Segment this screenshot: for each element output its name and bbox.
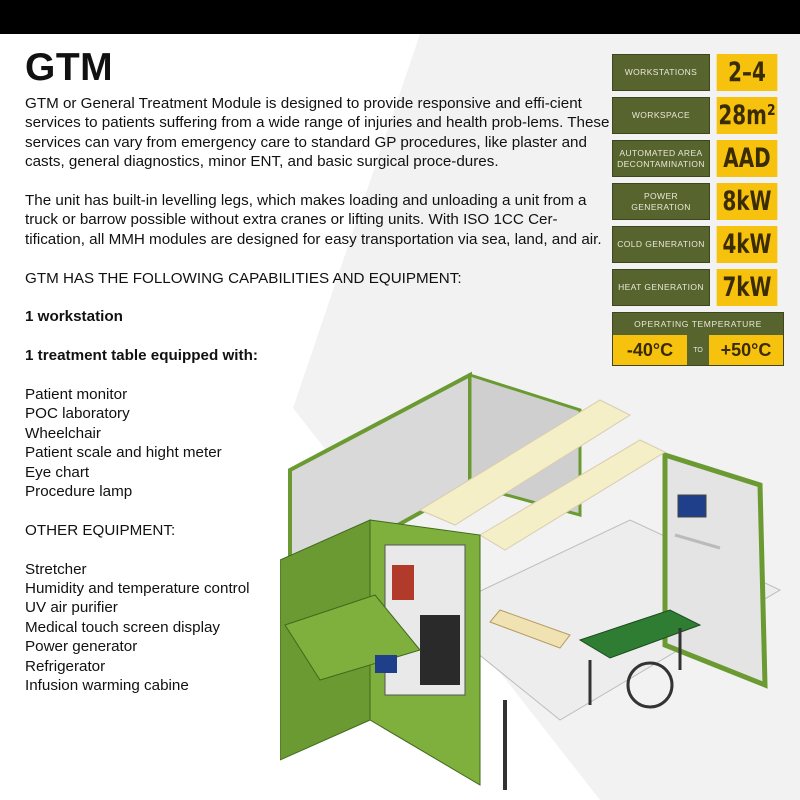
- temp-min: -40°C: [613, 335, 687, 365]
- spec-value: AAD: [716, 140, 778, 177]
- capabilities-heading: GTM HAS THE FOLLOWING CAPABILITIES AND E…: [25, 269, 462, 287]
- other-equipment-heading: OTHER EQUIPMENT:: [25, 521, 176, 539]
- spec-label: COLD GENERATION: [612, 226, 710, 263]
- spec-panel: WORKSTATIONS 2–4 WORKSPACE 28m² AUTOMATE…: [612, 54, 784, 366]
- spec-value: 8kW: [716, 183, 778, 220]
- spec-label: WORKSTATIONS: [612, 54, 710, 91]
- spec-workstations: WORKSTATIONS 2–4: [612, 54, 784, 91]
- list-item: Wheelchair: [25, 424, 101, 442]
- temp-max: +50°C: [709, 335, 783, 365]
- list-item: Eye chart: [25, 463, 90, 481]
- operating-temperature: OPERATING TEMPERATURE -40°C TO +50°C: [612, 312, 784, 366]
- spec-label: WORKSPACE: [612, 97, 710, 134]
- spec-value: 28m²: [716, 97, 778, 134]
- list-item: Stretcher: [25, 560, 87, 578]
- workstation-line: 1 workstation: [25, 308, 123, 326]
- list-item: Refrigerator: [25, 657, 106, 675]
- spec-value: 2–4: [716, 54, 778, 91]
- spec-label: AUTOMATED AREA DECONTAMINATION: [612, 140, 710, 177]
- spec-value: 4kW: [716, 226, 778, 263]
- operating-temperature-label: OPERATING TEMPERATURE: [634, 319, 762, 329]
- list-item: Humidity and temperature control: [25, 580, 250, 598]
- list-item: UV air purifier: [25, 599, 118, 617]
- list-item: Medical touch screen display: [25, 618, 221, 636]
- spec-workspace: WORKSPACE 28m²: [612, 97, 784, 134]
- list-item: Infusion warming cabine: [25, 677, 189, 695]
- top-bar: [0, 0, 800, 34]
- spec-label: POWER GENERATION: [612, 183, 710, 220]
- intro-paragraph: GTM or General Treatment Module is desig…: [25, 95, 610, 171]
- list-item: Patient scale and hight meter: [25, 444, 222, 462]
- list-item: POC laboratory: [25, 405, 130, 423]
- temp-to: TO: [687, 335, 709, 365]
- spec-value: 7kW: [716, 269, 778, 306]
- page-title: GTM: [25, 46, 114, 89]
- description-block: GTM or General Treatment Module is desig…: [25, 94, 610, 695]
- spec-heat: HEAT GENERATION 7kW: [612, 269, 784, 306]
- list-item: Procedure lamp: [25, 483, 133, 501]
- spec-decontamination: AUTOMATED AREA DECONTAMINATION AAD: [612, 140, 784, 177]
- module-illustration: [280, 371, 782, 790]
- treatment-table-heading: 1 treatment table equipped with:: [25, 347, 258, 365]
- spec-cold: COLD GENERATION 4kW: [612, 226, 784, 263]
- transport-paragraph: The unit has built-in levelling legs, wh…: [25, 192, 602, 248]
- spec-label: HEAT GENERATION: [612, 269, 710, 306]
- list-item: Power generator: [25, 638, 138, 656]
- list-item: Patient monitor: [25, 386, 128, 404]
- spec-power: POWER GENERATION 8kW: [612, 183, 784, 220]
